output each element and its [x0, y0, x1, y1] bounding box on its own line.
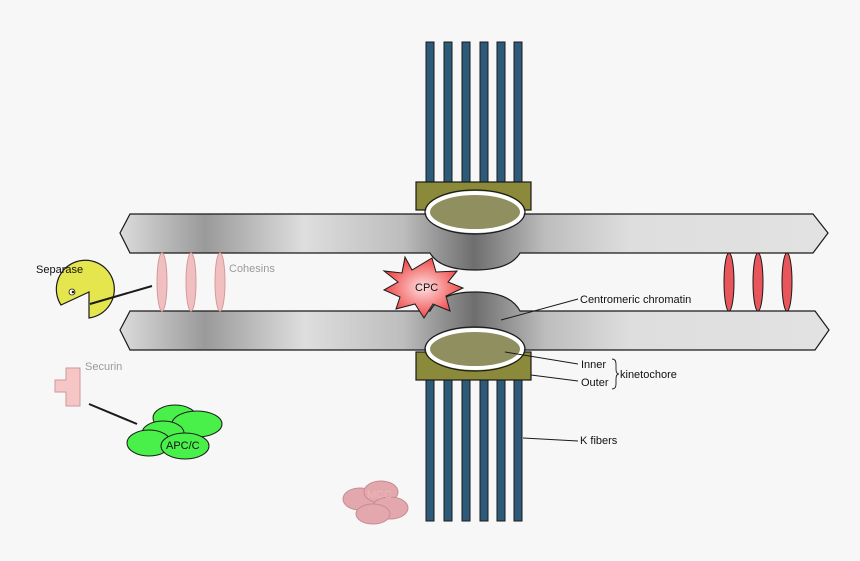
cohesins-faded [156, 252, 226, 312]
apc-c-cluster [126, 404, 223, 460]
cohesins-label: Cohesins [229, 263, 275, 275]
separase-label: Separase [36, 264, 83, 276]
inner-leader [504, 351, 579, 365]
apc-c-label: APC/C [166, 440, 200, 452]
cpc-label: CPC [415, 282, 438, 294]
cpc-icon [382, 255, 465, 319]
upper-inner-kinetochore-outline [424, 189, 526, 235]
kinetochore-brace [611, 358, 620, 390]
lower-inner-kinetochore [426, 328, 524, 370]
cohesins-active [723, 252, 793, 312]
outer-leader [530, 374, 579, 382]
mcc-label: MCC [367, 489, 392, 501]
outer-label: Outer [581, 377, 609, 389]
securin-icon [54, 367, 81, 407]
mcc-cluster [342, 480, 409, 525]
upper-chromatid [119, 213, 829, 271]
kinetochore-label: kinetochore [620, 369, 677, 381]
upper-inner-kinetochore [426, 191, 524, 233]
lower-inner-kinetochore-outline [424, 326, 526, 372]
upper-microtubules [425, 41, 523, 185]
securin-connector [88, 403, 138, 425]
lower-microtubules [425, 377, 523, 522]
centromeric-chromatin-leader [500, 298, 579, 321]
securin-label: Securin [85, 361, 122, 373]
separase-icon [55, 259, 115, 319]
separase-connector [89, 285, 153, 305]
inner-label: Inner [581, 359, 606, 371]
k-fibers-leader [522, 437, 579, 442]
centromeric-chromatin-label: Centromeric chromatin [580, 294, 691, 306]
k-fibers-label: K fibers [580, 435, 618, 447]
